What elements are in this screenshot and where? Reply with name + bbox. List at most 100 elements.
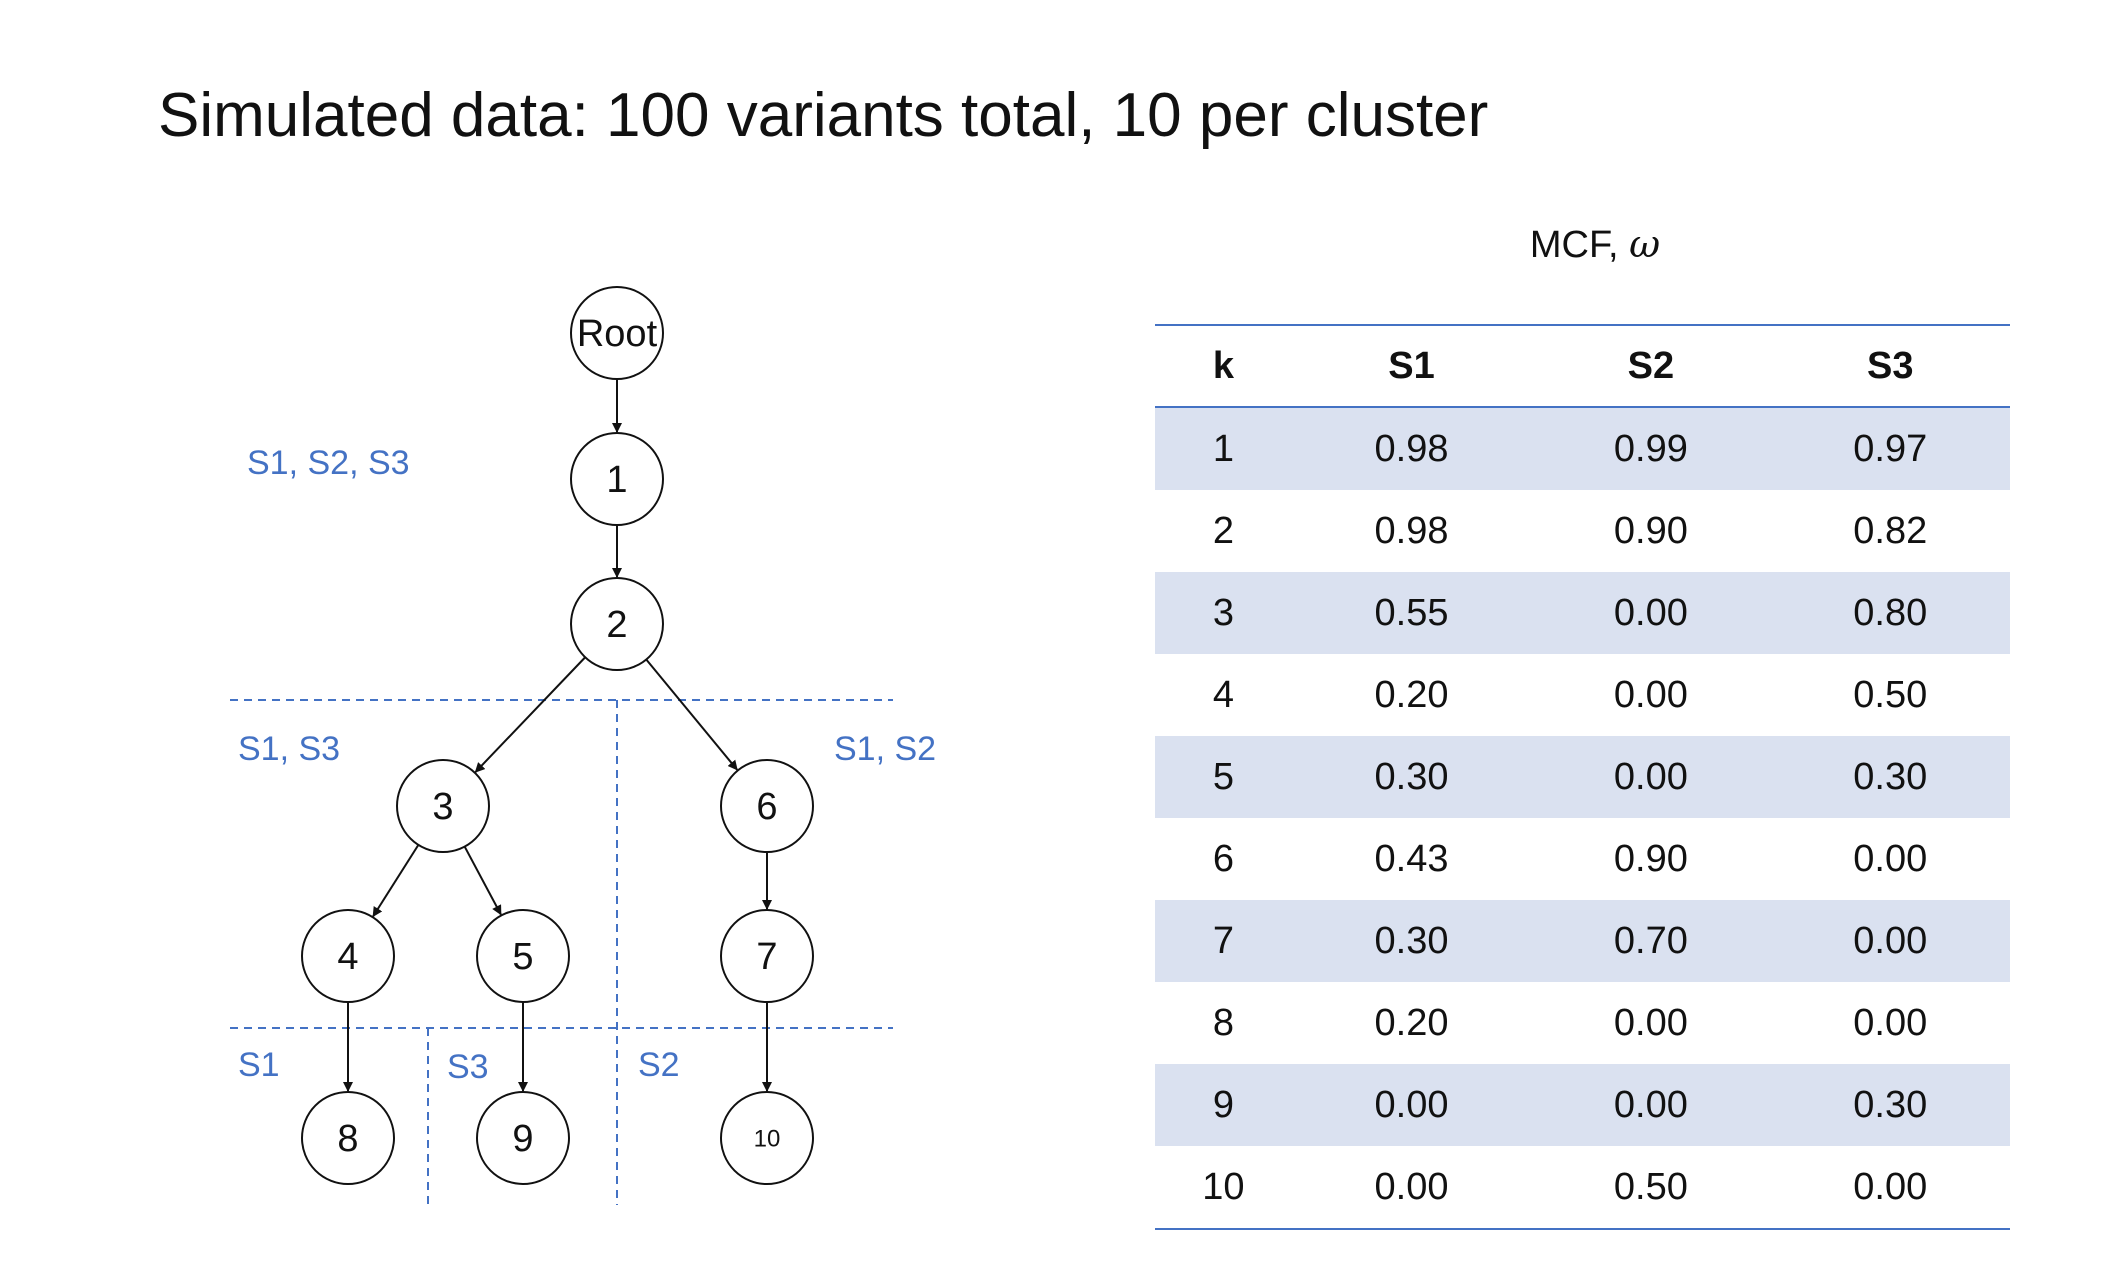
node-label: Root <box>577 313 658 355</box>
table-caption: MCF, ω <box>1155 222 2035 267</box>
clone-tree-diagram: Root 1 2 3 6 4 5 7 8 9 10 S1, S2, S3 S1, S3 S1, S2… <box>230 286 936 1210</box>
tree-node-root: Root <box>570 286 664 380</box>
table-cell-k: 10 <box>1202 1165 1245 1208</box>
node-label: 6 <box>756 786 777 828</box>
region-label-all-samples: S1, S2, S3 <box>247 444 410 482</box>
region-label-leaf-10: S2 <box>638 1046 680 1084</box>
region-label-leaf-9: S3 <box>447 1048 489 1086</box>
table-cell-k: 6 <box>1212 837 1234 880</box>
tree-node-n2: 2 <box>570 577 664 671</box>
table-cell-s1: 0.98 <box>1374 509 1449 552</box>
table-cell-s3: 0.00 <box>1770 900 2010 982</box>
node-circle <box>720 909 814 1003</box>
tree-nodes: Root 1 2 3 6 4 5 7 8 9 10 <box>301 286 814 1185</box>
tree-node-n9: 9 <box>476 1091 570 1185</box>
node-circle <box>301 909 395 1003</box>
edge-n2-to-n6 <box>645 658 738 771</box>
node-circle <box>476 1091 570 1185</box>
table-cell-k: 7 <box>1155 900 1292 982</box>
table-cell-s1: 0.20 <box>1374 673 1449 716</box>
column-header-s2: S2 <box>1531 325 1771 408</box>
table-cell-k: 9 <box>1155 1064 1292 1146</box>
tree-node-n6: 6 <box>720 759 814 853</box>
table-cell-s1: 0.00 <box>1374 1165 1449 1208</box>
node-circle <box>476 909 570 1003</box>
column-header-k: k <box>1155 325 1292 408</box>
node-label: 8 <box>337 1118 358 1160</box>
node-label: 5 <box>512 936 533 978</box>
table-cell-s1: 0.30 <box>1291 900 1532 982</box>
edge-n3-to-n5 <box>463 846 502 916</box>
table-cell-s3: 0.80 <box>1770 572 2010 654</box>
node-circle <box>720 759 814 853</box>
table-cell-s3: 0.82 <box>1853 509 1928 552</box>
edge-n3-to-n4 <box>372 844 420 918</box>
node-label: 1 <box>606 459 627 501</box>
tree-node-n8: 8 <box>301 1091 395 1185</box>
tree-node-n4: 4 <box>301 909 395 1003</box>
table-cell-s3: 0.00 <box>1853 837 1928 880</box>
table-cell-s2: 0.99 <box>1531 407 1771 490</box>
table-cell-s1: 0.00 <box>1291 1064 1532 1146</box>
table-cell-s2: 0.00 <box>1531 736 1771 818</box>
table-cell-s2: 0.90 <box>1613 509 1688 552</box>
table-cell-s1: 0.55 <box>1291 572 1532 654</box>
table-cell-s2: 0.00 <box>1613 1001 1688 1044</box>
table-caption-text: MCF, <box>1529 224 1630 266</box>
column-header-s1: S1 <box>1291 325 1532 408</box>
table-cell-s2: 0.00 <box>1531 1064 1771 1146</box>
tree-node-n7: 7 <box>720 909 814 1003</box>
node-label: 3 <box>432 786 453 828</box>
node-circle <box>396 759 490 853</box>
table-cell-s2: 0.00 <box>1531 572 1771 654</box>
table-cell-k: 4 <box>1212 673 1234 716</box>
region-label-right-branch: S1, S2 <box>834 730 936 768</box>
omega-symbol: ω <box>1629 222 1661 266</box>
table-cell-s2: 0.70 <box>1531 900 1771 982</box>
node-label: 7 <box>756 936 777 978</box>
region-labels: S1, S2, S3 S1, S3 S1, S2 S1 S3 S2 <box>238 444 936 1086</box>
edge-n2-to-n3 <box>474 656 586 773</box>
node-circle <box>570 577 664 671</box>
tree-node-n3: 3 <box>396 759 490 853</box>
table-cell-s2: 0.90 <box>1613 837 1688 880</box>
table-cell-s1: 0.20 <box>1374 1001 1449 1044</box>
region-label-leaf-8: S1 <box>238 1046 280 1084</box>
column-header-s3: S3 <box>1770 325 2010 408</box>
table-cell-s3: 0.00 <box>1853 1001 1928 1044</box>
node-label: 10 <box>754 1126 781 1153</box>
table-cell-s3: 0.97 <box>1770 407 2010 490</box>
tree-node-n10: 10 <box>720 1091 814 1185</box>
node-circle <box>570 432 664 526</box>
table-cell-s3: 0.50 <box>1853 673 1928 716</box>
region-label-left-branch: S1, S3 <box>238 730 340 768</box>
tree-node-n1: 1 <box>570 432 664 526</box>
table-cell-k: 5 <box>1155 736 1292 818</box>
table-cell-s2: 0.00 <box>1613 673 1688 716</box>
node-circle <box>301 1091 395 1185</box>
sample-region-dividers <box>230 699 893 1210</box>
table-row: 4 0.20 0.00 0.50 <box>1155 654 2010 736</box>
table-cell-s1: 0.30 <box>1291 736 1532 818</box>
node-label: 4 <box>337 936 358 978</box>
table-cell-k: 1 <box>1155 407 1292 490</box>
table-cell-s2: 0.50 <box>1613 1165 1688 1208</box>
node-label: 2 <box>606 604 627 646</box>
node-circle <box>570 286 664 380</box>
node-circle <box>720 1091 814 1185</box>
table-cell-s1: 0.98 <box>1291 407 1532 490</box>
node-label: 9 <box>512 1118 533 1160</box>
slide-title: Simulated data: 100 variants total, 10 p… <box>158 81 1489 150</box>
tree-edges <box>343 379 772 1092</box>
table-cell-s3: 0.00 <box>1853 1165 1928 1208</box>
